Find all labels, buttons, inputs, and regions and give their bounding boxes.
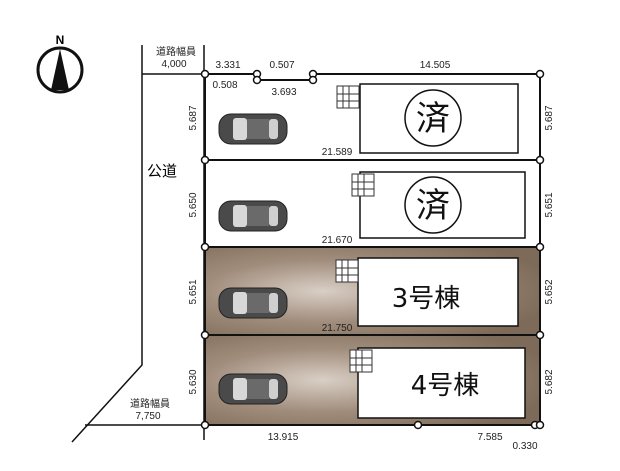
dim-right: 5.651 xyxy=(544,192,555,217)
dim-bottom-a: 13.915 xyxy=(268,432,299,443)
dim-right: 5.682 xyxy=(544,369,555,394)
lot-2[interactable]: 済 xyxy=(205,160,540,247)
dim-left: 5.630 xyxy=(188,369,199,394)
compass-label: N xyxy=(56,33,65,47)
dim-left: 5.651 xyxy=(188,279,199,304)
road-south-width: 7,750 xyxy=(135,411,160,422)
road-north-width: 4,000 xyxy=(161,59,186,70)
road-lines xyxy=(71,45,205,443)
dim-top-a: 3.331 xyxy=(215,60,240,71)
lot-label: 3号棟 xyxy=(392,284,461,314)
north-compass-icon: N xyxy=(36,33,84,94)
dim-bottom-b: 7.585 xyxy=(477,432,502,443)
dim-top-c: 14.505 xyxy=(420,60,451,71)
sold-mark: 済 xyxy=(416,99,450,139)
dim-right: 5.652 xyxy=(544,279,555,304)
road-north-label: 道路幅員 xyxy=(156,45,196,58)
dim-depth: 21.589 xyxy=(322,147,353,158)
road-south-label: 道路幅員 xyxy=(130,397,170,410)
lot-4[interactable]: 4号棟 xyxy=(205,335,540,425)
dim-top-d: 0.508 xyxy=(212,80,237,91)
dim-depth: 21.670 xyxy=(322,235,353,246)
dim-depth: 21.750 xyxy=(322,323,353,334)
dim-left: 5.650 xyxy=(188,192,199,217)
dim-top-b: 0.507 xyxy=(269,60,294,71)
lot-1[interactable]: 済 xyxy=(205,74,540,160)
sold-mark: 済 xyxy=(416,186,450,226)
dim-left: 5.687 xyxy=(188,105,199,130)
lot-3[interactable]: 3号棟 xyxy=(205,247,540,335)
dim-top-e: 3.693 xyxy=(271,87,296,98)
boundary-points xyxy=(200,69,545,430)
dim-right: 5.687 xyxy=(544,105,555,130)
dim-bottom-c: 0.330 xyxy=(512,441,537,452)
public-road-label: 公道 xyxy=(147,162,177,180)
lot-label: 4号棟 xyxy=(411,371,480,401)
